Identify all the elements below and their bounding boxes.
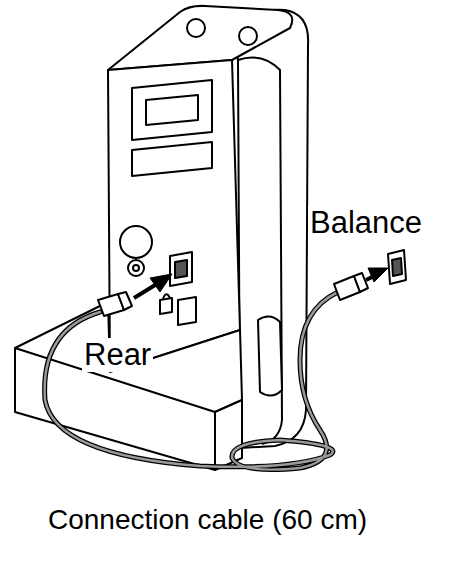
head-top	[108, 6, 292, 70]
part-label: Rear	[82, 338, 153, 372]
insert-arrow	[134, 268, 388, 298]
rear-port	[170, 252, 192, 286]
display-window	[132, 80, 212, 140]
balance-port	[388, 250, 406, 284]
stand-arm	[232, 10, 308, 448]
cable-label: Connection cable (60 cm)	[46, 505, 369, 536]
part-label: Balance	[308, 206, 424, 240]
front-panel	[108, 60, 240, 372]
lock-icon	[160, 298, 172, 314]
base-top	[15, 302, 242, 470]
cable-slot	[258, 316, 282, 395]
knob	[120, 226, 152, 258]
connection-cable	[45, 292, 338, 470]
